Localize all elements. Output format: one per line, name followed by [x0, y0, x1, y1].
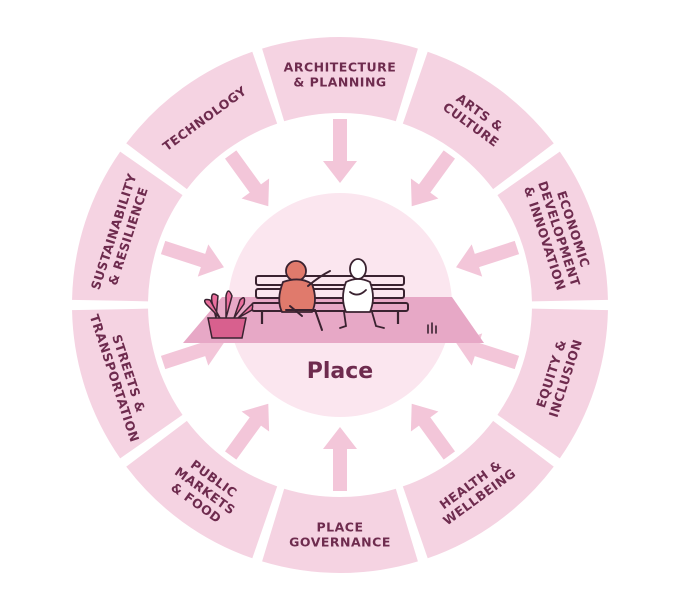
segment-label-line: PLACE: [316, 520, 363, 535]
ring-segment-health-wellbeing: [402, 420, 554, 559]
potted-plant-icon: [203, 290, 254, 339]
arrow-sustainability-resilience: [160, 240, 224, 277]
segment-label-line: & PLANNING: [293, 75, 386, 90]
outer-ring: [72, 37, 608, 573]
segment-label-line: ARCHITECTURE: [284, 60, 397, 75]
ring-segment-sustainability-resilience: [72, 151, 183, 302]
ring-segment-public-markets-food: [126, 420, 278, 559]
ring-segment-technology: [126, 51, 278, 190]
arrow-public-markets-food: [225, 403, 270, 460]
ring-segment-streets-transportation: [72, 308, 183, 459]
arrow-place-governance: [323, 427, 357, 491]
ring-segment-equity-inclusion: [497, 308, 608, 459]
arrow-economic-development: [456, 240, 520, 277]
arrow-health-wellbeing: [410, 403, 455, 460]
arrow-technology: [225, 150, 270, 207]
person-right-icon: [339, 258, 385, 329]
ring-segment-economic-development: [497, 151, 608, 302]
center-label: Place: [307, 359, 373, 384]
arrow-architecture-planning: [323, 119, 357, 183]
grass-tuft-icon: [427, 322, 437, 334]
ring-segment-place-governance: [262, 488, 418, 573]
person-left-icon: [278, 260, 331, 331]
arrow-arts-culture: [410, 150, 455, 207]
ring-segment-arts-culture: [402, 51, 554, 190]
place-illustration: [183, 258, 484, 343]
ring-segment-architecture-planning: [262, 37, 418, 122]
segment-label-architecture-planning: ARCHITECTURE& PLANNING: [284, 60, 397, 90]
segment-label-line: GOVERNANCE: [289, 535, 391, 550]
